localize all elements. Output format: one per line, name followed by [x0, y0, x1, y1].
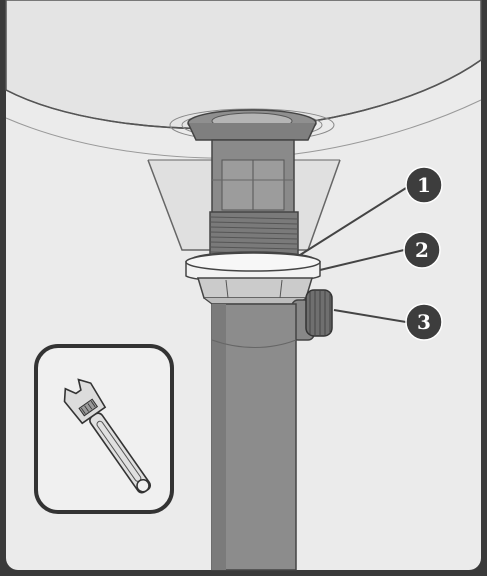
- callout-1: 1: [405, 166, 443, 204]
- drain-threads: [209, 211, 299, 261]
- callout-3: 3: [405, 303, 443, 341]
- adjustable-wrench-icon: [63, 378, 152, 494]
- callout-1-number: 1: [417, 173, 431, 197]
- lock-nut: [196, 277, 314, 299]
- callout-2: 2: [403, 231, 441, 269]
- wrench-inset: [34, 344, 174, 514]
- callout-3-number: 3: [417, 310, 431, 334]
- leader-1: [299, 187, 407, 256]
- callout-2-number: 2: [415, 238, 429, 262]
- knurled-nut: [305, 289, 333, 337]
- leader-3: [333, 309, 407, 323]
- leader-2: [319, 249, 405, 271]
